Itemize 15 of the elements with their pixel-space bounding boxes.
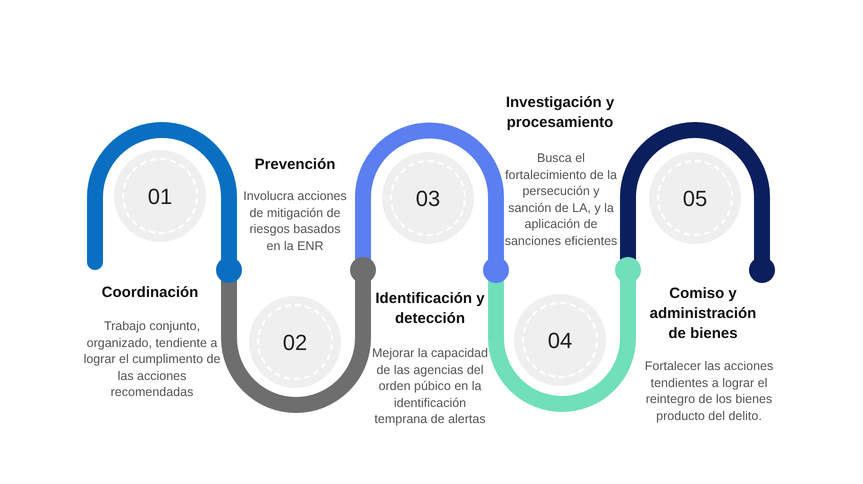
step-number: 02 xyxy=(282,328,308,356)
step-description: Involucra acciones de mitigación de riesgos basados en la ENR xyxy=(243,188,347,254)
step-heading: Investigación y procesamiento xyxy=(504,93,616,133)
step-number: 05 xyxy=(682,184,708,212)
step-description: Trabajo conjunto, organizado, tendiente a lograr el cumplimento de las acciones recomendadas xyxy=(82,318,222,400)
step-number: 01 xyxy=(148,182,172,210)
step-description: Busca el fortalecimiento de la persecución y sanción de LA, y la aplicación de sanciones eficientes xyxy=(504,150,618,249)
step-number: 03 xyxy=(416,184,440,212)
step-heading: Comiso y administración de bienes xyxy=(648,284,758,344)
step-description: Mejorar la capacidad de las agencias del orden púbico en la identificación temprana de alertas xyxy=(370,345,490,428)
step-heading: Identificación y detección xyxy=(374,289,486,329)
step-number: 04 xyxy=(548,326,572,354)
step-description: Fortalecer las acciones tendientes a lograr el reintegro de los bienes producto del delito. xyxy=(644,358,774,424)
step-heading: Prevención xyxy=(254,155,336,175)
step-heading: Coordinación xyxy=(100,283,200,303)
